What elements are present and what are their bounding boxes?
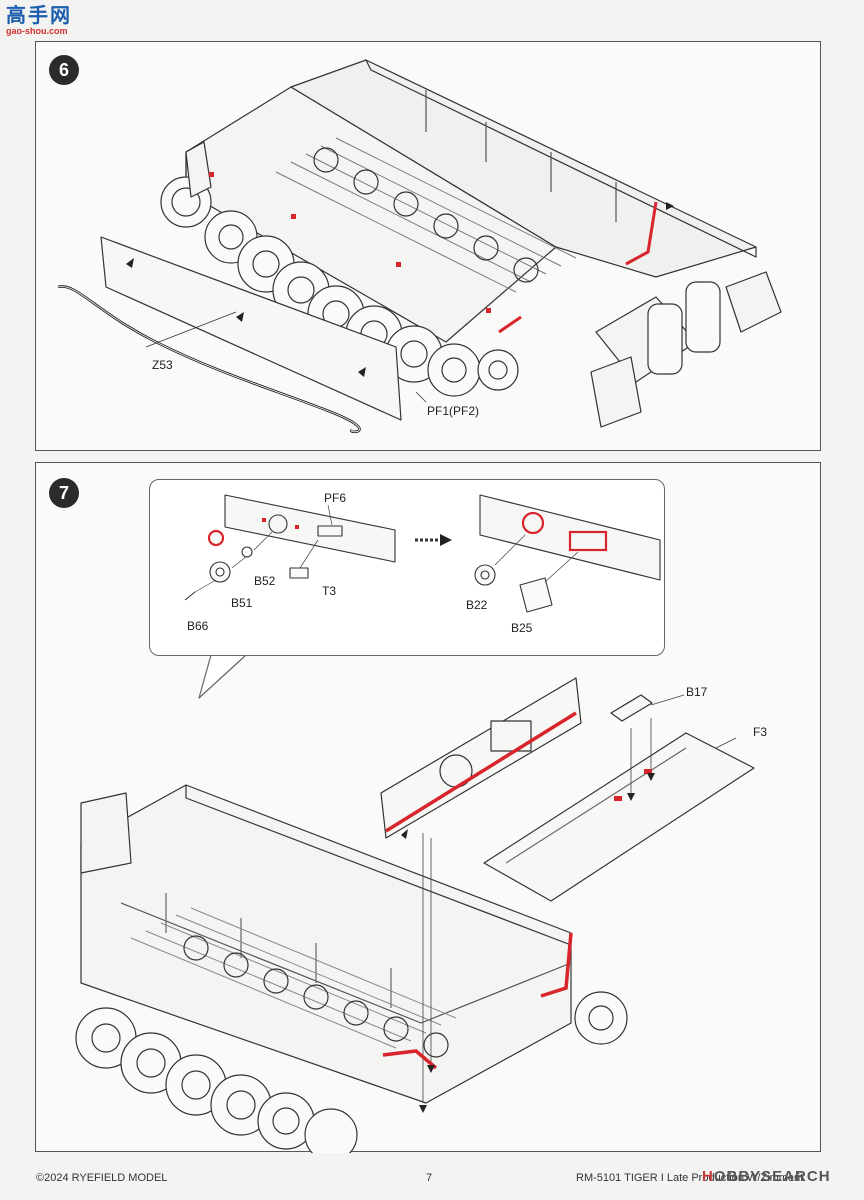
hobbysearch-logo-prefix: H: [702, 1168, 714, 1185]
label-f3: F3: [753, 725, 768, 739]
step-7-illustration: [75, 654, 755, 1153]
step-6-number: 6: [49, 55, 79, 85]
watermark-cn-text: 高手网: [6, 5, 72, 27]
label-z53: Z53: [152, 358, 173, 372]
step-7-detail-callout: PF6 B52 T3 B51 B66 B22 B25: [149, 479, 665, 656]
label-b66: B66: [187, 619, 209, 633]
label-t3: T3: [322, 584, 337, 598]
label-b22: B22: [466, 598, 488, 612]
hobbysearch-logo: HOBBYSEARCH: [702, 1168, 831, 1185]
label-b52: B52: [254, 574, 276, 588]
hobbysearch-logo-text: OBBYSEARCH: [713, 1168, 831, 1185]
label-b17: B17: [686, 685, 708, 699]
footer-page-number: 7: [426, 1172, 433, 1184]
step-7-number: 7: [49, 478, 79, 508]
label-b25: B25: [511, 621, 533, 635]
step-7-panel: 7: [35, 462, 821, 1153]
callout-illustration: [184, 494, 661, 613]
watermark-url: gao-shou.com: [6, 26, 68, 36]
label-b51: B51: [231, 596, 253, 610]
footer-product-title: RM-5101 TIGER I Late Production W/Zimmer…: [576, 1172, 804, 1184]
watermark-logo: 高手网 gao-shou.com: [6, 6, 72, 36]
footer-copyright: ©2024 RYEFIELD MODEL: [36, 1172, 168, 1184]
label-pf1-pf2: PF1(PF2): [427, 404, 480, 418]
step-6-panel: 6: [35, 41, 821, 451]
label-pf6: PF6: [324, 491, 347, 505]
step-6-illustration: [57, 59, 782, 434]
